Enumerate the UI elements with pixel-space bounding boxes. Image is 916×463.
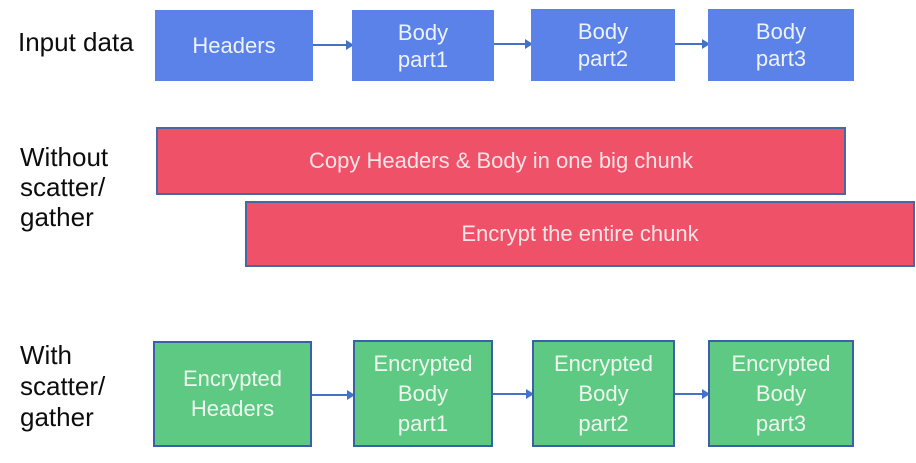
- arrow-right-icon: [493, 389, 534, 399]
- input-box-body-part2: Body part2: [531, 9, 675, 81]
- arrow-right-icon: [675, 39, 710, 49]
- encrypted-box-body-part2: Encrypted Body part2: [532, 340, 675, 447]
- step-encrypt-entire-chunk: Encrypt the entire chunk: [245, 201, 915, 267]
- encrypted-box-body-part3: Encrypted Body part3: [708, 340, 854, 447]
- input-box-body-part3: Body part3: [708, 9, 854, 81]
- arrow-right-icon: [675, 389, 710, 399]
- encrypted-box-headers: Encrypted Headers: [153, 341, 312, 447]
- input-box-headers: Headers: [155, 10, 313, 81]
- encrypted-box-body-part1: Encrypted Body part1: [353, 340, 493, 447]
- row-label-with-scatter-gather: With scatter/ gather: [20, 340, 106, 432]
- step-copy-big-chunk: Copy Headers & Body in one big chunk: [156, 127, 846, 195]
- arrow-right-icon: [313, 40, 354, 50]
- row-label-input-data: Input data: [18, 27, 134, 57]
- arrow-right-icon: [312, 390, 355, 400]
- arrow-right-icon: [494, 39, 533, 49]
- row-label-without-scatter-gather: Without scatter/ gather: [20, 142, 109, 232]
- input-box-body-part1: Body part1: [352, 10, 494, 81]
